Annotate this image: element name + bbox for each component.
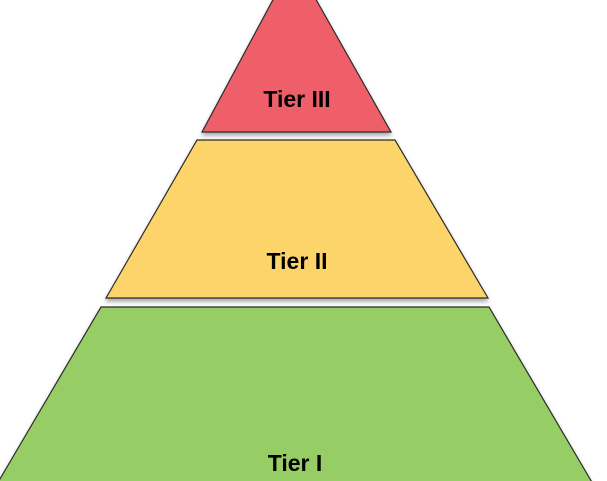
tier-1: Tier I (0, 306, 592, 481)
tier-3: Tier III (200, 0, 393, 133)
tier-1-label: Tier I (268, 450, 323, 476)
tier-3-label: Tier III (263, 86, 330, 112)
tier-2: Tier II (104, 139, 490, 299)
tier-2-label: Tier II (267, 248, 328, 274)
tier-2-shape (104, 139, 490, 299)
tier-1-shape (0, 306, 592, 481)
tier-3-shape (200, 0, 393, 133)
